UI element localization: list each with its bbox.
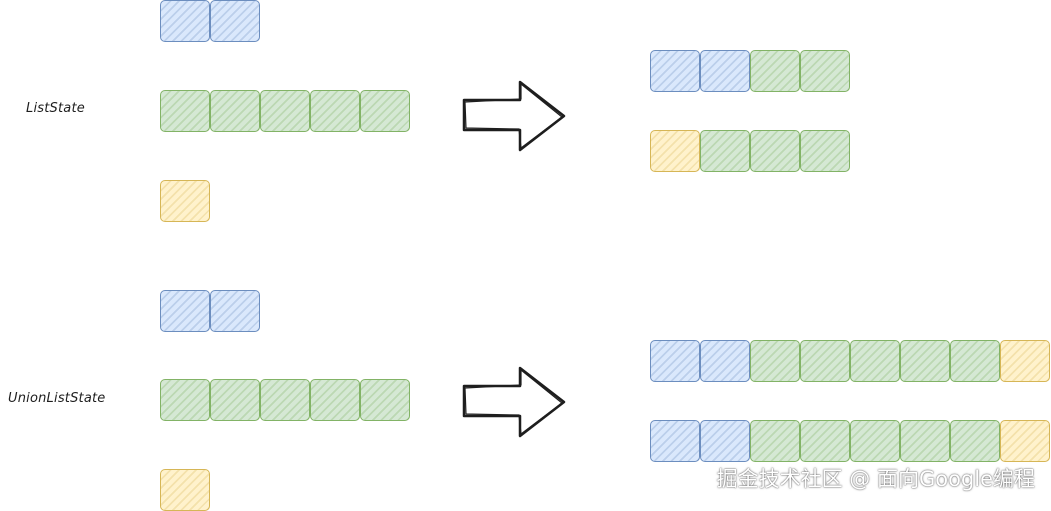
blue-state-cell xyxy=(210,0,260,42)
blue-state-cell xyxy=(650,340,700,382)
liststate-input-row-3 xyxy=(160,180,210,222)
green-state-cell xyxy=(210,379,260,421)
green-state-cell xyxy=(750,50,800,92)
green-state-cell xyxy=(360,379,410,421)
green-state-cell xyxy=(800,130,850,172)
green-state-cell xyxy=(850,420,900,462)
green-state-cell xyxy=(260,90,310,132)
unionliststate-label: UnionListState xyxy=(8,391,106,406)
unionliststate-arrow-icon xyxy=(462,366,566,438)
liststate-input-row-1 xyxy=(160,0,260,42)
yellow-state-cell xyxy=(1000,420,1050,462)
yellow-state-cell xyxy=(160,180,210,222)
green-state-cell xyxy=(700,130,750,172)
blue-state-cell xyxy=(700,50,750,92)
green-state-cell xyxy=(950,420,1000,462)
green-state-cell xyxy=(850,340,900,382)
watermark: 掘金技术社区 @ 面向Google编程 xyxy=(716,467,1035,491)
yellow-state-cell xyxy=(650,130,700,172)
liststate-label: ListState xyxy=(26,101,85,116)
green-state-cell xyxy=(950,340,1000,382)
liststate-input-row-2 xyxy=(160,90,410,132)
green-state-cell xyxy=(360,90,410,132)
blue-state-cell xyxy=(210,290,260,332)
green-state-cell xyxy=(800,50,850,92)
liststate-arrow-icon xyxy=(462,80,566,152)
unionliststate-input-row-1 xyxy=(160,290,260,332)
blue-state-cell xyxy=(650,420,700,462)
blue-state-cell xyxy=(700,420,750,462)
green-state-cell xyxy=(310,379,360,421)
yellow-state-cell xyxy=(1000,340,1050,382)
green-state-cell xyxy=(900,340,950,382)
green-state-cell xyxy=(750,340,800,382)
unionliststate-output-row-2 xyxy=(650,420,1050,462)
unionliststate-output-row-1 xyxy=(650,340,1050,382)
green-state-cell xyxy=(900,420,950,462)
green-state-cell xyxy=(310,90,360,132)
blue-state-cell xyxy=(160,0,210,42)
green-state-cell xyxy=(750,130,800,172)
green-state-cell xyxy=(260,379,310,421)
yellow-state-cell xyxy=(160,469,210,511)
blue-state-cell xyxy=(700,340,750,382)
liststate-output-row-2 xyxy=(650,130,850,172)
unionliststate-input-row-2 xyxy=(160,379,410,421)
green-state-cell xyxy=(210,90,260,132)
green-state-cell xyxy=(800,340,850,382)
unionliststate-input-row-3 xyxy=(160,469,210,511)
blue-state-cell xyxy=(650,50,700,92)
green-state-cell xyxy=(750,420,800,462)
green-state-cell xyxy=(800,420,850,462)
blue-state-cell xyxy=(160,290,210,332)
green-state-cell xyxy=(160,90,210,132)
green-state-cell xyxy=(160,379,210,421)
liststate-output-row-1 xyxy=(650,50,850,92)
